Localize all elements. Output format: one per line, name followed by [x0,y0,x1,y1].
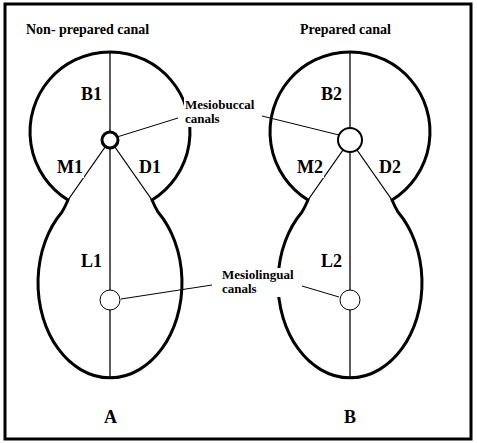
region-label: B2 [320,85,343,105]
panel-letter: B [344,408,356,428]
region-label: L1 [80,252,103,272]
canal-callout: Mesiobuccal canals [184,98,255,127]
heading: Non- prepared canal [26,22,149,37]
canal-callout: Mesiolingual canals [221,268,295,297]
region-label: M1 [56,158,84,178]
root-outline-a [30,52,190,378]
region-label: L2 [320,252,343,272]
frame [5,4,471,439]
region-label: B1 [80,85,103,105]
panel-letter: A [104,408,117,428]
leader-lines [117,116,339,299]
root-outline-b [270,52,430,378]
region-label: D2 [378,158,402,178]
region-label: D1 [138,158,162,178]
heading: Prepared canal [300,22,391,37]
region-label: M2 [296,158,324,178]
